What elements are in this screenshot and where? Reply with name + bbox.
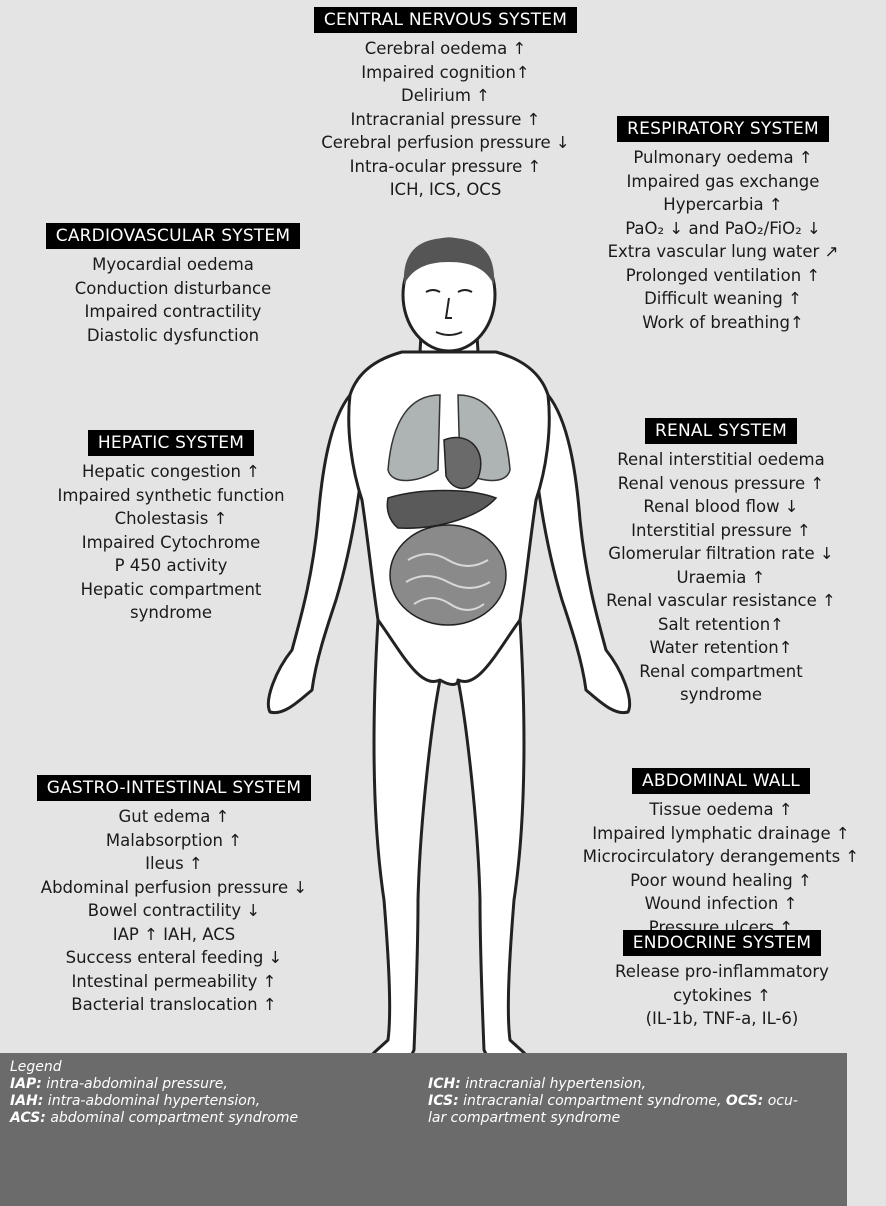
respiratory-line: Pulmonary oedema ↑: [578, 146, 868, 170]
gi-line: Gut edema ↑: [16, 805, 332, 829]
hepatic-header: HEPATIC SYSTEM: [88, 430, 254, 456]
legend-box: Legend IAP: intra-abdominal pressure, IA…: [0, 1053, 847, 1206]
abdominal-line: Microcirculatory derangements ↑: [568, 845, 874, 869]
cns-line: Intra-ocular pressure ↑: [303, 155, 588, 179]
respiratory-line: Work of breathing↑: [578, 311, 868, 335]
abdominal-line: Impaired lymphatic drainage ↑: [568, 822, 874, 846]
endocrine-line: (IL-1b, TNF-a, IL-6): [592, 1007, 852, 1031]
respiratory-block: RESPIRATORY SYSTEM Pulmonary oedema ↑ Im…: [578, 116, 868, 334]
endocrine-header: ENDOCRINE SYSTEM: [623, 930, 821, 956]
renal-line: Renal compartment: [580, 660, 862, 684]
gi-line: Intestinal permeability ↑: [16, 970, 332, 994]
cns-line: Cerebral oedema ↑: [303, 37, 588, 61]
legend-entry: lar compartment syndrome: [428, 1110, 798, 1127]
legend-entry: IAH: intra-abdominal hypertension,: [10, 1093, 298, 1110]
abdominal-block: ABDOMINAL WALL Tissue oedema ↑ Impaired …: [568, 768, 874, 939]
cns-block: CENTRAL NERVOUS SYSTEM Cerebral oedema ↑…: [303, 7, 588, 202]
cardiovascular-line: Conduction disturbance: [28, 277, 318, 301]
gi-line: Abdominal perfusion pressure ↓: [16, 876, 332, 900]
cns-line: ICH, ICS, OCS: [303, 178, 588, 202]
respiratory-line: Hypercarbia ↑: [578, 193, 868, 217]
hepatic-line: Impaired Cytochrome: [40, 531, 302, 555]
gi-line: Bowel contractility ↓: [16, 899, 332, 923]
abdominal-line: Wound infection ↑: [568, 892, 874, 916]
hepatic-line: P 450 activity: [40, 554, 302, 578]
hepatic-line: Cholestasis ↑: [40, 507, 302, 531]
legend-title: Legend: [10, 1059, 298, 1076]
cardiovascular-line: Impaired contractility: [28, 300, 318, 324]
cardiovascular-line: Diastolic dysfunction: [28, 324, 318, 348]
legend-entry: ACS: abdominal compartment syndrome: [10, 1110, 298, 1127]
respiratory-line: Extra vascular lung water ↗: [578, 240, 868, 264]
renal-line: Glomerular filtration rate ↓: [580, 542, 862, 566]
legend-entry: ICH: intracranial hypertension,: [428, 1076, 798, 1093]
right-leg: [458, 620, 531, 1069]
gi-line: Success enteral feeding ↓: [16, 946, 332, 970]
renal-line: Renal venous pressure ↑: [580, 472, 862, 496]
endocrine-line: Release pro-inflammatory: [592, 960, 852, 984]
hepatic-line: Hepatic compartment: [40, 578, 302, 602]
gi-block: GASTRO-INTESTINAL SYSTEM Gut edema ↑ Mal…: [16, 775, 332, 1017]
renal-block: RENAL SYSTEM Renal interstitial oedema R…: [580, 418, 862, 707]
hepatic-line: Impaired synthetic function: [40, 484, 302, 508]
renal-line: Renal blood flow ↓: [580, 495, 862, 519]
abdominal-line: Tissue oedema ↑: [568, 798, 874, 822]
abdominal-header: ABDOMINAL WALL: [632, 768, 810, 794]
renal-line: syndrome: [580, 683, 862, 707]
left-leg: [367, 620, 440, 1069]
gi-line: Bacterial translocation ↑: [16, 993, 332, 1017]
cns-line: Cerebral perfusion pressure ↓: [303, 131, 588, 155]
renal-line: Renal vascular resistance ↑: [580, 589, 862, 613]
cardiovascular-header: CARDIOVASCULAR SYSTEM: [46, 223, 300, 249]
cns-header: CENTRAL NERVOUS SYSTEM: [314, 7, 577, 33]
cardiovascular-block: CARDIOVASCULAR SYSTEM Myocardial oedema …: [28, 223, 318, 347]
endocrine-block: ENDOCRINE SYSTEM Release pro-inflammator…: [592, 930, 852, 1031]
gi-line: Ileus ↑: [16, 852, 332, 876]
gi-line: Malabsorption ↑: [16, 829, 332, 853]
renal-line: Uraemia ↑: [580, 566, 862, 590]
cns-line: Delirium ↑: [303, 84, 588, 108]
legend-right-column: ICH: intracranial hypertension, ICS: int…: [428, 1076, 798, 1127]
cns-line: Intracranial pressure ↑: [303, 108, 588, 132]
gi-line: IAP ↑ IAH, ACS: [16, 923, 332, 947]
respiratory-line: Prolonged ventilation ↑: [578, 264, 868, 288]
gi-header: GASTRO-INTESTINAL SYSTEM: [37, 775, 312, 801]
respiratory-header: RESPIRATORY SYSTEM: [617, 116, 829, 142]
renal-line: Salt retention↑: [580, 613, 862, 637]
legend-entry: IAP: intra-abdominal pressure,: [10, 1076, 298, 1093]
respiratory-line: PaO₂ ↓ and PaO₂/FiO₂ ↓: [578, 217, 868, 241]
legend-entry: ICS: intracranial compartment syndrome, …: [428, 1093, 798, 1110]
cardiovascular-line: Myocardial oedema: [28, 253, 318, 277]
respiratory-line: Difficult weaning ↑: [578, 287, 868, 311]
abdominal-line: Poor wound healing ↑: [568, 869, 874, 893]
hepatic-block: HEPATIC SYSTEM Hepatic congestion ↑ Impa…: [40, 430, 302, 625]
endocrine-line: cytokines ↑: [592, 984, 852, 1008]
intestines: [390, 525, 506, 625]
renal-header: RENAL SYSTEM: [645, 418, 797, 444]
renal-line: Water retention↑: [580, 636, 862, 660]
renal-line: Interstitial pressure ↑: [580, 519, 862, 543]
respiratory-line: Impaired gas exchange: [578, 170, 868, 194]
renal-line: Renal interstitial oedema: [580, 448, 862, 472]
cns-line: Impaired cognition↑: [303, 61, 588, 85]
legend-left-column: Legend IAP: intra-abdominal pressure, IA…: [10, 1059, 298, 1127]
hepatic-line: syndrome: [40, 601, 302, 625]
hepatic-line: Hepatic congestion ↑: [40, 460, 302, 484]
